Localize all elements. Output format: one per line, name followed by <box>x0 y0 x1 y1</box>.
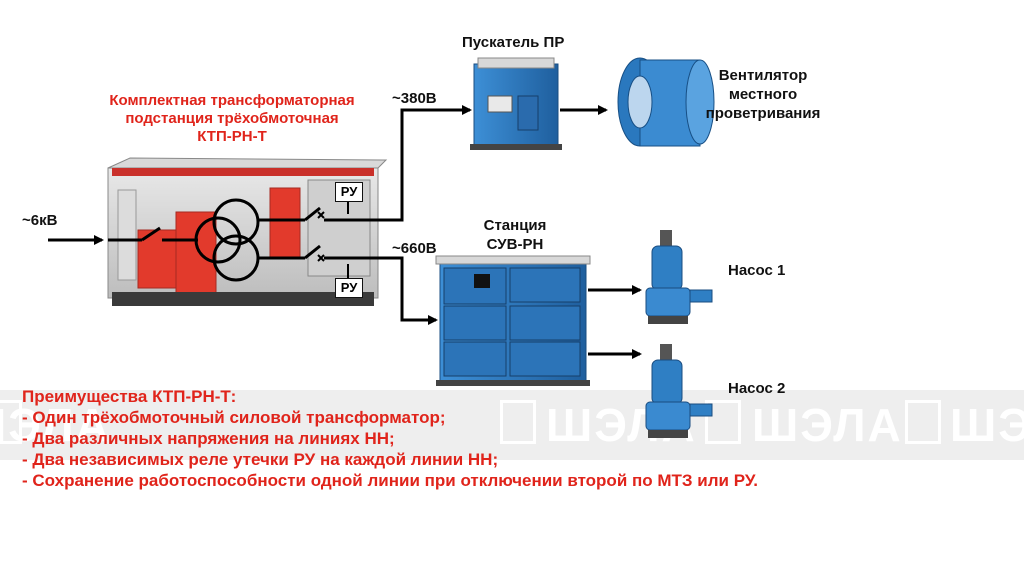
station-label: Станция СУВ-РН <box>460 216 570 254</box>
watermark-logo-icon <box>0 400 22 444</box>
watermark-text: ШЭЛА <box>752 399 903 451</box>
substation-image <box>107 157 388 306</box>
advantage-item: - Два различных напряжения на линиях НН; <box>22 429 395 448</box>
watermark-logo-icon <box>905 400 941 444</box>
starter-label: Пускатель ПР <box>462 34 565 51</box>
voltage-380-label: ~380В <box>392 90 437 107</box>
title-line: КТП-РН-Т <box>197 128 267 145</box>
fan-label-line: местного <box>728 86 798 103</box>
advantages-heading: Преимущества КТП-РН-Т: <box>22 387 237 406</box>
fan-label-line: Вентилятор <box>718 67 808 84</box>
pump2-label: Насос 2 <box>728 380 786 397</box>
advantage-item: - Один трёхобмоточный силовой трансформа… <box>22 408 446 427</box>
fan-label-line: проветривания <box>705 105 821 122</box>
input-breaker <box>141 226 161 242</box>
station-label-line: СУВ-РН <box>486 236 544 253</box>
relay-lower-box: РУ <box>335 278 363 298</box>
input-voltage-label: ~6кВ <box>22 212 58 229</box>
line-380 <box>324 105 472 222</box>
advantage-item: - Сохранение работоспособности одной лин… <box>22 471 758 490</box>
watermark-text: ШЭЛА <box>0 399 111 451</box>
station-label-line: Станция <box>483 217 547 234</box>
substation-title: Комплектная трансформаторная подстанция … <box>92 92 372 146</box>
watermark-text: ШЭЛА <box>950 399 1024 451</box>
upper-breaker <box>304 206 321 222</box>
starter-image <box>470 57 562 150</box>
fan-image <box>617 57 715 147</box>
title-line: Комплектная трансформаторная <box>109 92 355 109</box>
line-660 <box>324 256 438 325</box>
watermark-logo-icon <box>500 400 536 444</box>
watermark-logo-icon <box>705 400 741 444</box>
pump1-image <box>645 230 713 324</box>
lower-breaker <box>304 244 321 260</box>
relay-upper-box: РУ <box>335 182 363 202</box>
advantage-item: - Два независимых реле утечки РУ на кажд… <box>22 450 499 469</box>
fan-label: Вентилятор местного проветривания <box>705 66 821 123</box>
pump1-label: Насос 1 <box>728 262 786 279</box>
voltage-660-label: ~660В <box>392 240 437 257</box>
advantages-list: Преимущества КТП-РН-Т: - Один трёхобмото… <box>22 386 758 491</box>
title-line: подстанция трёхобмоточная <box>125 110 339 127</box>
pump2-image <box>645 344 713 438</box>
station-image <box>435 255 591 386</box>
